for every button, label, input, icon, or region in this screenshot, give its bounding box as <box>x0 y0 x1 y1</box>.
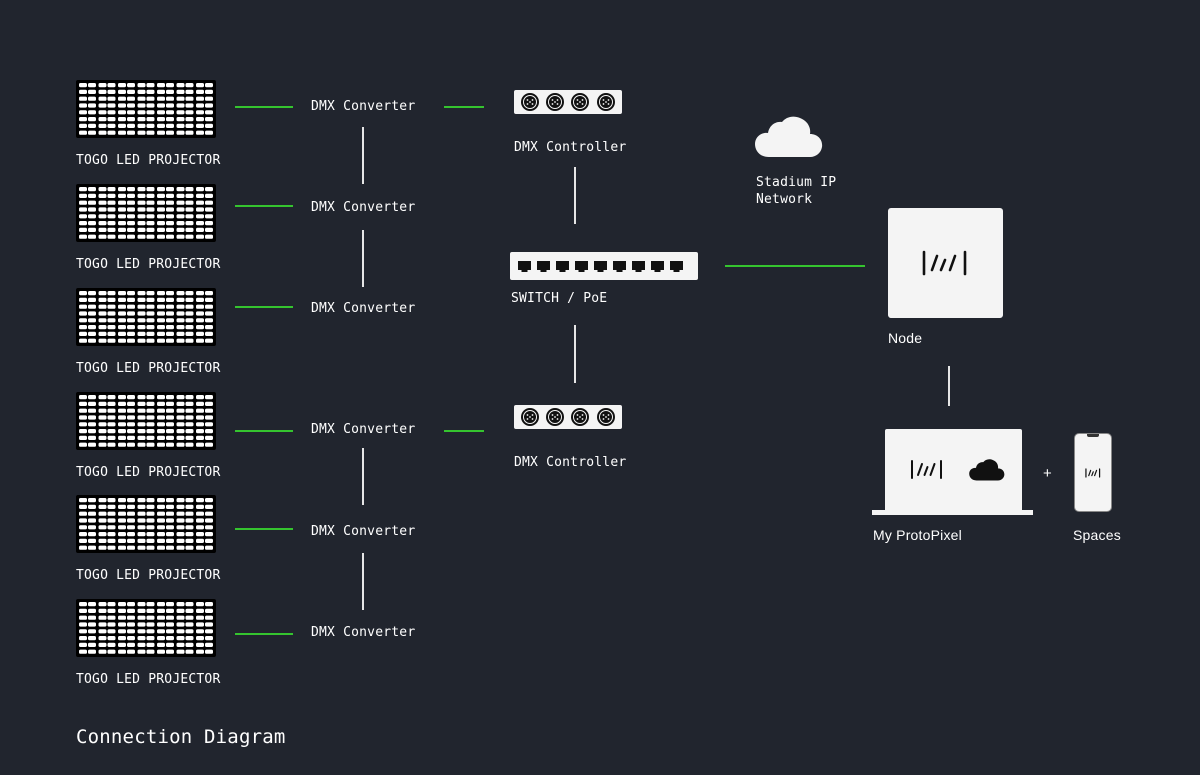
led-projector-5 <box>76 495 216 553</box>
led-grid-icon <box>79 602 213 654</box>
led-projector-6 <box>76 599 216 657</box>
poe-switch-device <box>510 252 698 280</box>
projector-label-1: TOGO LED PROJECTOR <box>76 153 221 168</box>
node-device <box>888 208 1003 318</box>
connection-line <box>235 430 293 432</box>
ethernet-ports-icon <box>518 261 683 272</box>
connection-line <box>235 306 293 308</box>
protopixel-logo-icon <box>922 250 967 276</box>
dmx-converter-5: DMX Converter <box>311 524 416 539</box>
led-grid-icon <box>79 498 213 550</box>
plus-sign: + <box>1043 465 1052 482</box>
led-grid-icon <box>79 291 213 343</box>
connection-line <box>444 106 484 108</box>
phone-notch <box>1087 434 1099 437</box>
led-grid-icon <box>79 187 213 239</box>
dmx-converter-1: DMX Converter <box>311 99 416 114</box>
phone-device <box>1074 433 1112 512</box>
connection-line <box>725 265 865 267</box>
projector-label-4: TOGO LED PROJECTOR <box>76 465 221 480</box>
diagram-title: Connection Diagram <box>76 726 286 748</box>
protopixel-logo-icon <box>1085 468 1101 478</box>
cloud-icon <box>969 459 1005 481</box>
laptop-device <box>885 429 1022 510</box>
dmx-controller-label-2: DMX Controller <box>514 455 627 470</box>
led-grid-icon <box>79 395 213 447</box>
app-label: My ProtoPixel <box>873 527 962 543</box>
node-app-line <box>948 366 950 406</box>
connection-line <box>444 430 484 432</box>
dmx-converter-3: DMX Converter <box>311 301 416 316</box>
led-projector-4 <box>76 392 216 450</box>
connection-line <box>235 633 293 635</box>
projector-label-2: TOGO LED PROJECTOR <box>76 257 221 272</box>
dmx-converter-2: DMX Converter <box>311 200 416 215</box>
dmx-converter-4: DMX Converter <box>311 422 416 437</box>
dmx-controller-label-1: DMX Controller <box>514 140 627 155</box>
cloud-label-line2: Network <box>756 192 813 207</box>
projector-label-6: TOGO LED PROJECTOR <box>76 672 221 687</box>
cloud-label-line1: Stadium IP <box>756 175 837 190</box>
converter-chain-line <box>362 127 364 184</box>
led-projector-1 <box>76 80 216 138</box>
controller-switch-line <box>574 325 576 383</box>
protopixel-logo-icon <box>911 460 942 479</box>
led-projector-3 <box>76 288 216 346</box>
dmx-converter-6: DMX Converter <box>311 625 416 640</box>
spaces-label: Spaces <box>1073 527 1121 543</box>
connection-line <box>235 106 293 108</box>
laptop-base <box>872 510 1033 515</box>
connection-line <box>235 205 293 207</box>
led-projector-2 <box>76 184 216 242</box>
switch-label: SWITCH / PoE <box>511 291 608 306</box>
projector-label-3: TOGO LED PROJECTOR <box>76 361 221 376</box>
xlr-ports-icon <box>521 93 615 111</box>
projector-label-5: TOGO LED PROJECTOR <box>76 568 221 583</box>
cloud-icon <box>755 116 823 157</box>
node-label: Node <box>888 330 923 346</box>
dmx-controller-device-1 <box>514 90 622 114</box>
converter-chain-line <box>362 448 364 505</box>
xlr-ports-icon <box>521 408 615 426</box>
dmx-controller-device-2 <box>514 405 622 429</box>
controller-switch-line <box>574 167 576 224</box>
converter-chain-line <box>362 230 364 287</box>
connection-line <box>235 528 293 530</box>
led-grid-icon <box>79 83 213 135</box>
converter-chain-line <box>362 553 364 610</box>
